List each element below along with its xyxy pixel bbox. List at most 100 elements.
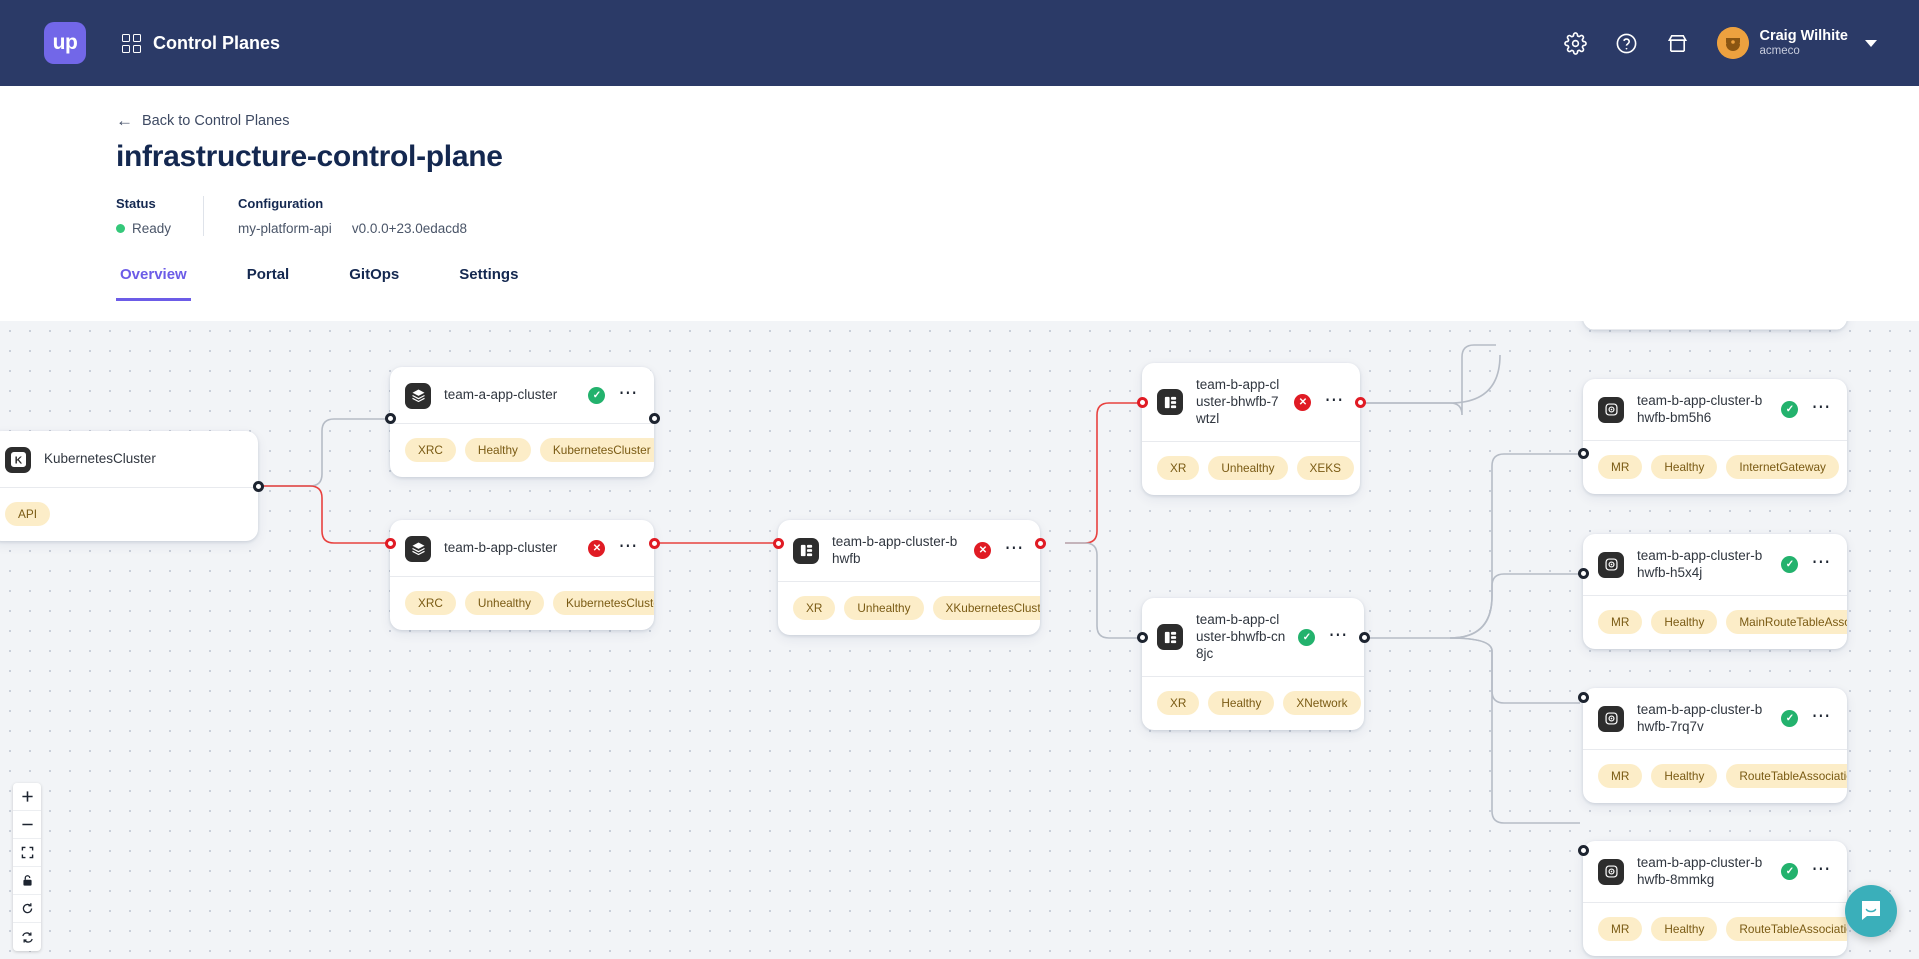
configuration-value: my-platform-api v0.0.0+23.0edacd8 [238,221,467,236]
node-port[interactable] [1578,845,1589,856]
graph-node-team-b-app-cluster-bhwfb-h5x4j[interactable]: team-b-app-cluster-bhwfb-h5x4j ✓ ⋯ MR He… [1583,534,1847,649]
node-tag: Healthy [1651,763,1718,788]
composite-icon [1157,624,1183,651]
node-tag: Healthy [1651,609,1718,634]
configuration-label: Configuration [238,196,324,211]
managed-resource-icon [1598,396,1624,423]
node-port[interactable] [649,413,660,424]
node-port[interactable] [773,538,784,549]
node-tag: Unhealthy [1208,455,1288,480]
node-port[interactable] [1578,448,1589,459]
node-tag: XRC [405,591,456,615]
node-header: team-b-app-cluster-bhwfb-h5x4j ✓ ⋯ [1583,534,1847,595]
node-menu-button[interactable]: ⋯ [1324,389,1345,411]
refresh-icon[interactable] [13,895,41,923]
node-menu-button[interactable]: ⋯ [1004,538,1025,560]
node-tag: Unhealthy [844,595,924,620]
node-port[interactable] [385,538,396,549]
node-tag: MainRouteTableAssociation [1726,609,1847,634]
back-to-control-planes-link[interactable]: ← Back to Control Planes [116,112,290,129]
node-tags: MR Healthy MainRouteTableAssociation [1583,596,1847,649]
node-port[interactable] [1578,692,1589,703]
managed-resource-icon [1598,705,1624,732]
node-divider [1583,594,1847,596]
user-org: acmeco [1759,44,1800,57]
graph-node-team-b-app-cluster-bhwfb-7rq7v[interactable]: team-b-app-cluster-bhwfb-7rq7v ✓ ⋯ MR He… [1583,688,1847,803]
layers-icon [405,382,431,409]
back-link-label: Back to Control Planes [142,112,290,129]
configuration-block: Configuration my-platform-api v0.0.0+23.… [203,196,499,236]
node-tag: MR [1598,609,1643,634]
status-badge-unhealthy: ✕ [588,540,606,557]
graph-node-team-a-app-cluster[interactable]: team-a-app-cluster ✓ ⋯ XRC Healthy Kuber… [390,367,654,477]
node-title: team-b-app-cluster-bhwfb [832,534,958,566]
graph-node-kubernetescluster[interactable]: K KubernetesCluster API [0,431,258,541]
node-menu-button[interactable]: ⋯ [618,535,639,557]
graph-controls [13,783,41,951]
graph-node-team-b-app-cluster-bhwfb-bm5h6[interactable]: team-b-app-cluster-bhwfb-bm5h6 ✓ ⋯ MR He… [1583,379,1847,494]
tab-gitops[interactable]: GitOps [349,266,400,283]
node-tag: XRC [405,438,456,462]
nav-control-planes[interactable]: Control Planes [122,33,280,54]
graph-node-team-b-app-cluster-bhwfb-8mmkg[interactable]: team-b-app-cluster-bhwfb-8mmkg ✓ ⋯ MR He… [1583,841,1847,956]
node-menu-button[interactable]: ⋯ [618,382,639,404]
node-tags: XRC Unhealthy KubernetesCluster [390,577,654,630]
node-port[interactable] [1137,632,1148,643]
node-menu-button[interactable]: ⋯ [1811,706,1832,728]
status-badge-unhealthy: ✕ [1294,393,1312,411]
marketplace-icon[interactable] [1666,32,1689,55]
node-tags: XR Healthy XNetwork [1142,677,1364,730]
managed-resource-icon [1598,858,1624,885]
chat-widget-button[interactable] [1845,885,1897,937]
node-tags: XR Unhealthy XKubernetesCluster [778,582,1040,635]
node-port[interactable] [1578,568,1589,579]
fit-view-icon[interactable] [13,839,41,867]
graph-node-team-b-app-cluster[interactable]: team-b-app-cluster ✕ ⋯ XRC Unhealthy Kub… [390,520,654,630]
configuration-name: my-platform-api [238,221,332,236]
composite-icon [1157,389,1183,416]
node-port[interactable] [253,481,264,492]
node-port[interactable] [649,538,660,549]
page-title: infrastructure-control-plane [116,140,503,173]
upbound-logo[interactable]: up [44,22,86,64]
node-tag: InternetGateway [1726,454,1839,479]
tab-settings[interactable]: Settings [459,266,519,283]
tab-overview[interactable]: Overview [116,262,191,301]
node-menu-button[interactable]: ⋯ [1811,552,1832,574]
tab-portal[interactable]: Portal [246,266,290,283]
graph-node-team-b-app-cluster-bhwfb-cn8jc[interactable]: team-b-app-cluster-bhwfb-cn8jc ✓ ⋯ XR He… [1142,598,1364,730]
node-tag: XKubernetesCluster [932,595,1040,620]
node-header: team-b-app-cluster-bhwfb-cn8jc ✓ ⋯ [1142,598,1364,676]
node-header: K KubernetesCluster [0,431,258,487]
status-value: Ready [132,221,172,236]
node-port[interactable] [1137,397,1148,408]
node-port[interactable] [1355,397,1366,408]
graph-node-team-b-app-cluster-bhwfb-7wtzl[interactable]: team-b-app-cluster-bhwfb-7wtzl ✕ ⋯ XR Un… [1142,363,1360,495]
node-port[interactable] [1035,538,1046,549]
node-tag: XNetwork [1283,690,1361,715]
lock-icon[interactable] [13,867,41,895]
sync-icon[interactable] [13,923,41,951]
node-port[interactable] [385,413,396,424]
node-tag: XR [1157,690,1200,715]
status-badge-healthy: ✓ [1781,401,1799,419]
gear-icon[interactable] [1563,31,1587,55]
zoom-out-icon[interactable] [13,811,41,839]
user-menu[interactable]: Craig Wilhite acmeco [1716,27,1877,59]
node-menu-button[interactable]: ⋯ [1328,624,1349,646]
node-menu-button[interactable]: ⋯ [1811,859,1832,881]
zoom-in-icon[interactable] [13,783,41,811]
chevron-down-icon[interactable] [1865,39,1877,47]
node-divider [1583,901,1847,903]
node-port[interactable] [1359,632,1370,643]
resource-graph-canvas[interactable]: K KubernetesCluster API team-a-app-clust… [0,321,1919,959]
node-title: team-b-app-cluster-bhwfb-8mmkg [1637,855,1763,887]
graph-node-team-b-app-cluster-bhwfb[interactable]: team-b-app-cluster-bhwfb ✕ ⋯ XR Unhealth… [778,520,1040,635]
graph-node-partial-top[interactable] [1583,321,1847,330]
node-tag: Healthy [1651,916,1718,941]
kubernetes-icon: K [5,446,31,473]
help-circle-icon[interactable] [1615,32,1638,55]
node-menu-button[interactable]: ⋯ [1811,397,1832,419]
node-header: team-b-app-cluster ✕ ⋯ [390,520,654,576]
status-label: Status [116,196,156,211]
